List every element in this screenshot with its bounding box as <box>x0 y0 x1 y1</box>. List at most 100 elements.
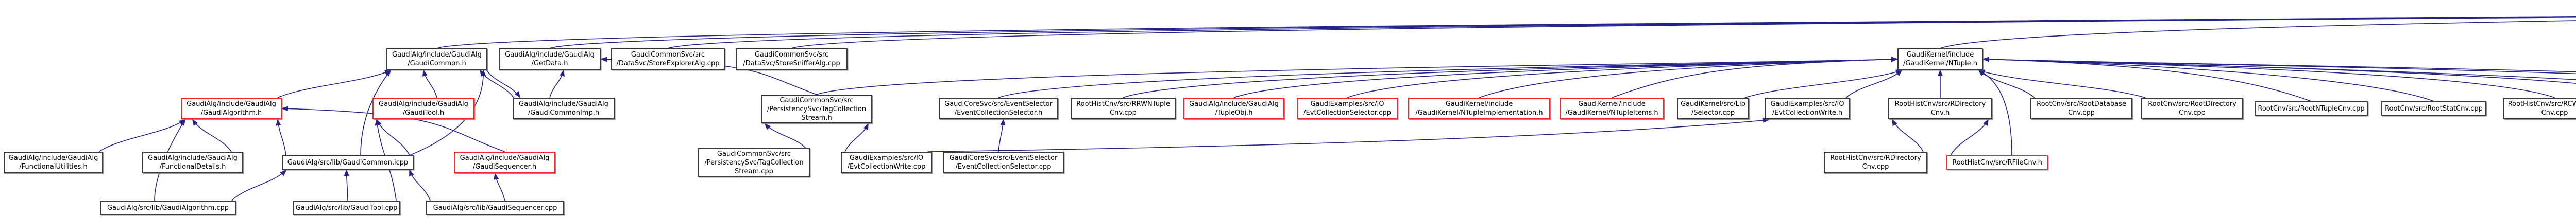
graph-node-gaudialgorithm_h[interactable]: GaudiAlg/include/GaudiAlg/GaudiAlgorithm… <box>181 98 282 119</box>
edge-ntupleitems_h-to-ntuple_h <box>1612 57 1898 98</box>
graph-node-gauditool_h[interactable]: GaudiAlg/include/GaudiAlg/GaudiTool.h <box>372 98 474 119</box>
graph-node-label-line: GaudiAlg/src/lib/GaudiSequencer.cpp <box>433 204 557 212</box>
graph-node-rcwntuplecnv[interactable]: RootHistCnv/src/RCWNTupleCnv.cpp <box>2503 98 2576 119</box>
graph-node-storesniffer[interactable]: GaudiCommonSvc/src/DataSvc/StoreSnifferA… <box>736 48 848 70</box>
edge-evtcollectionwrite_cpp-to-evtcollectionwrite_h <box>927 118 1770 152</box>
graph-node-label-line: /DataSvc/StoreExplorerAlg.cpp <box>616 60 720 67</box>
graph-node-label-line: GaudiAlg/include/GaudiAlg <box>148 154 238 162</box>
graph-node-rootstatcnv[interactable]: RootCnv/src/RootStatCnv.cpp <box>2381 101 2486 116</box>
graph-node-gauditool_cpp[interactable]: GaudiAlg/src/lib/GaudiTool.cpp <box>293 201 400 215</box>
edge-gaudicommon_icpp-to-gaudicommon_h <box>360 69 392 156</box>
graph-node-label-line: Cnv.cpp <box>2068 109 2095 117</box>
graph-node-label-line: RootCnv/src/RootDirectory <box>2148 100 2236 108</box>
edge-storesniffer-to-smartdataptr <box>791 16 2576 49</box>
edge-gaudialgorithm_h-to-gaudicommon_h <box>277 70 392 98</box>
graph-node-gaudisequencer_h[interactable]: GaudiAlg/include/GaudiAlg/GaudiSequencer… <box>454 152 555 173</box>
graph-node-gaudialgorithm_cpp[interactable]: GaudiAlg/src/lib/GaudiAlgorithm.cpp <box>100 201 236 215</box>
graph-node-label-line: /GaudiKernel/NTuple.h <box>1903 60 1977 67</box>
edge-tagcollectionstream_h-to-ntuple_h <box>816 57 1898 95</box>
graph-node-evtcollectionselector_cpp[interactable]: GaudiExamples/src/IO/EvtCollectionSelect… <box>1297 98 1398 119</box>
graph-node-eventcollectionselector_cpp2[interactable]: GaudiCoreSvc/src/EventSelector/EventColl… <box>943 152 1064 173</box>
edge-gauditool_cpp-to-gaudicommon_icpp <box>344 169 349 201</box>
graph-node-label-line: GaudiAlg/include/GaudiAlg <box>460 154 550 162</box>
edge-evtcollectionselector_cpp-to-ntuple_h <box>1347 57 1898 98</box>
graph-node-gaudicommon_h[interactable]: GaudiAlg/include/GaudiAlg/GaudiCommon.h <box>386 48 487 70</box>
edge-evtcollectionwrite_h-to-ntuple_h <box>1845 69 1903 98</box>
graph-node-label-line: /EvtCollectionSelector.cpp <box>1303 109 1391 117</box>
graph-node-label-line: /GetData.h <box>531 60 568 67</box>
graph-node-label-line: GaudiKernel/src/Lib <box>1681 100 1745 108</box>
graph-node-label-line: GaudiAlg/include/GaudiAlg <box>8 154 98 162</box>
graph-node-rootntuplecnv[interactable]: RootCnv/src/RootNTupleCnv.cpp <box>2255 101 2368 116</box>
graph-node-tupleobj_h[interactable]: GaudiAlg/include/GaudiAlg/TupleObj.h <box>1183 98 1284 119</box>
edge-gaudialgorithm_cpp-to-gaudicommon_icpp <box>231 169 287 201</box>
edge-eventcollectionselector_cpp2-to-eventcollectionselector_h <box>998 119 1006 152</box>
graph-node-label-line: GaudiAlg/include/GaudiAlg <box>1189 100 1279 108</box>
graph-node-label-line: GaudiAlg/include/GaudiAlg <box>505 51 595 59</box>
graph-node-evtcollectionwrite_h[interactable]: GaudiExamples/src/IO/EvtCollectionWrite.… <box>1765 98 1850 119</box>
graph-node-label-line: GaudiKernel/include <box>1906 51 1974 59</box>
graph-node-label-line: RootHistCnv/src/RDirectory <box>1830 154 1921 162</box>
graph-node-label-line: GaudiExamples/src/IO <box>1770 100 1844 108</box>
graph-node-label-line: RootCnv/src/RootNTupleCnv.cpp <box>2258 104 2365 113</box>
graph-node-label-line: Stream.h <box>801 114 832 122</box>
graph-node-label-line: /TupleObj.h <box>1215 109 1253 117</box>
graph-node-label-line: GaudiAlg/src/lib/GaudiAlgorithm.cpp <box>107 204 229 212</box>
graph-node-tagcollectionstream_h[interactable]: GaudiCommonSvc/src/PersistencySvc/TagCol… <box>761 95 872 123</box>
graph-node-label-line: Cnv.cpp <box>1862 163 1889 171</box>
edge-selector_cpp-to-ntuple_h <box>1744 69 1903 98</box>
edge-ntuple_h-to-smartdataptr <box>1940 20 2576 49</box>
edge-rootdatabasecnv-to-ntuple_h <box>1978 69 2035 98</box>
graph-node-label-line: RootCnv/src/RootStatCnv.cpp <box>2385 104 2483 113</box>
graph-node-getdata_h[interactable]: GaudiAlg/include/GaudiAlg/GetData.h <box>499 48 601 70</box>
graph-node-label-line: /GaudiCommonImp.h <box>528 109 600 117</box>
graph-node-gaudisequencer_cpp[interactable]: GaudiAlg/src/lib/GaudiSequencer.cpp <box>426 201 564 215</box>
graph-node-label-line: /EventCollectionSelector.h <box>954 109 1043 117</box>
graph-node-ntupleimplementation_h[interactable]: GaudiKernel/include/GaudiKernel/NTupleIm… <box>1408 98 1550 119</box>
graph-node-label-line: RootCnv/src/RootDatabase <box>2037 100 2126 108</box>
graph-node-selector_cpp[interactable]: GaudiKernel/src/Lib/Selector.cpp <box>1677 98 1749 119</box>
graph-node-tagcollectionstream_cpp[interactable]: GaudiCommonSvc/src/PersistencySvc/TagCol… <box>698 148 810 177</box>
graph-node-label-line: /EventCollectionSelector.cpp <box>955 163 1052 171</box>
graph-node-label-line: /GaudiKernel/NTupleItems.h <box>1565 109 1658 117</box>
edge-gauditool_h-to-gaudicommon_h <box>422 69 437 98</box>
graph-node-eventcollectionselector_h[interactable]: GaudiCoreSvc/src/EventSelector/EventColl… <box>939 98 1058 119</box>
graph-node-label-line: GaudiAlg/include/GaudiAlg <box>392 51 482 59</box>
graph-node-label-line: GaudiKernel/include <box>1445 100 1513 108</box>
graph-node-functionalutilities_h[interactable]: GaudiAlg/include/GaudiAlg/FunctionalUtil… <box>4 152 103 173</box>
graph-node-storeexplorer[interactable]: GaudiCommonSvc/src/DataSvc/StoreExplorer… <box>611 48 725 70</box>
graph-node-label-line: RootHistCnv/src/RRWNTuple <box>1076 100 1170 108</box>
graph-node-label-line: GaudiExamples/src/IO <box>849 154 924 162</box>
graph-node-label-line: /GaudiCommon.h <box>408 60 466 67</box>
graph-node-label-line: /EvtCollectionWrite.cpp <box>847 163 926 171</box>
edge-rfilecnv_h-to-rdirectorycnv_h <box>1950 119 1989 156</box>
graph-node-label-line: GaudiCommonSvc/src <box>631 51 705 59</box>
graph-node-ntupleitems_h[interactable]: GaudiKernel/include/GaudiKernel/NTupleIt… <box>1560 98 1664 119</box>
graph-node-label-line: RootHistCnv/src/RCWNTuple <box>2507 100 2576 108</box>
graph-node-label-line: GaudiAlg/include/GaudiAlg <box>379 100 468 108</box>
edge-rfilecnv_h-to-ntuple_h <box>1978 70 2012 156</box>
graph-node-label-line: GaudiExamples/src/IO <box>1310 100 1384 108</box>
graph-node-label-line: GaudiCommonSvc/src <box>717 150 791 158</box>
graph-node-label-line: GaudiKernel/include <box>1578 100 1646 108</box>
graph-node-label-line: Cnv.cpp <box>2179 109 2206 117</box>
graph-node-label-line: GaudiCommonSvc/src <box>779 96 854 104</box>
graph-node-label-line: GaudiAlg/src/lib/GaudiCommon.icpp <box>287 158 409 167</box>
graph-node-rfilecnv_h[interactable]: RootHistCnv/src/RFileCnv.h <box>1946 155 2048 170</box>
graph-node-label-line: GaudiCoreSvc/src/EventSelector <box>944 100 1053 108</box>
edge-gaudisequencer_h-to-gaudialgorithm_h <box>281 106 505 152</box>
graph-node-ntuple_h[interactable]: GaudiKernel/include/GaudiKernel/NTuple.h <box>1897 48 1983 70</box>
graph-node-evtcollectionwrite_cpp[interactable]: GaudiExamples/src/IO/EvtCollectionWrite.… <box>841 152 932 173</box>
edge-getdata_h-to-smartdataptr <box>549 16 2576 49</box>
graph-node-gaudicommonimp_h[interactable]: GaudiAlg/include/GaudiAlg/GaudiCommonImp… <box>513 98 615 119</box>
graph-node-gaudicommon_icpp[interactable]: GaudiAlg/src/lib/GaudiCommon.icpp <box>282 155 414 170</box>
graph-node-functionaldetails_h[interactable]: GaudiAlg/include/GaudiAlg/FunctionalDeta… <box>142 152 243 173</box>
edge-tagcollectionstream_cpp-to-tagcollectionstream_h <box>764 123 806 149</box>
edge-rootdirectorycnv-to-ntuple_h <box>1978 69 2146 98</box>
